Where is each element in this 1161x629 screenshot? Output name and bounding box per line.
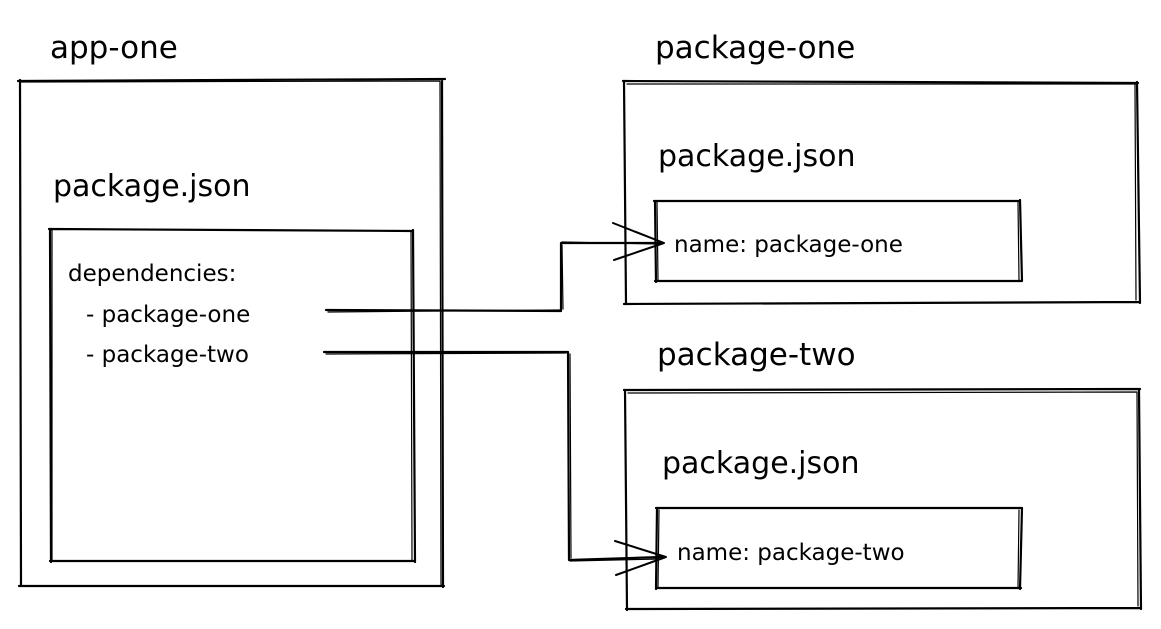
file-label-package-one: package.json: [658, 139, 856, 174]
node-package-one: package-one package.json name: package-o…: [621, 30, 1142, 306]
node-app-one: app-one package.json dependencies: - pac…: [16, 30, 447, 589]
node-package-two-outer-box: [622, 387, 1143, 612]
dependencies-heading: dependencies:: [68, 261, 236, 287]
edge-app-one-to-package-two: [322, 350, 667, 576]
file-label-app-one: package.json: [53, 169, 251, 204]
node-title-package-two: package-two: [657, 337, 856, 373]
edge-app-one-to-package-one: [324, 222, 665, 313]
node-title-package-one: package-one: [655, 30, 855, 66]
node-app-one-outer-box: [16, 77, 447, 589]
dependency-item-package-one[interactable]: - package-one: [86, 302, 250, 328]
name-line-package-two: name: package-two: [677, 540, 905, 566]
file-box-package-two: [654, 506, 1024, 591]
node-package-two: package-two package.json name: package-t…: [622, 337, 1143, 612]
arrowhead-icon: [614, 540, 667, 576]
node-title-app-one: app-one: [50, 30, 178, 66]
node-package-one-outer-box: [621, 79, 1142, 306]
name-line-package-one: name: package-one: [674, 232, 903, 258]
dependency-item-package-two[interactable]: - package-two: [86, 342, 249, 368]
file-label-package-two: package.json: [662, 446, 860, 481]
arrowhead-icon: [612, 222, 665, 261]
file-box-app-one: [47, 227, 417, 564]
